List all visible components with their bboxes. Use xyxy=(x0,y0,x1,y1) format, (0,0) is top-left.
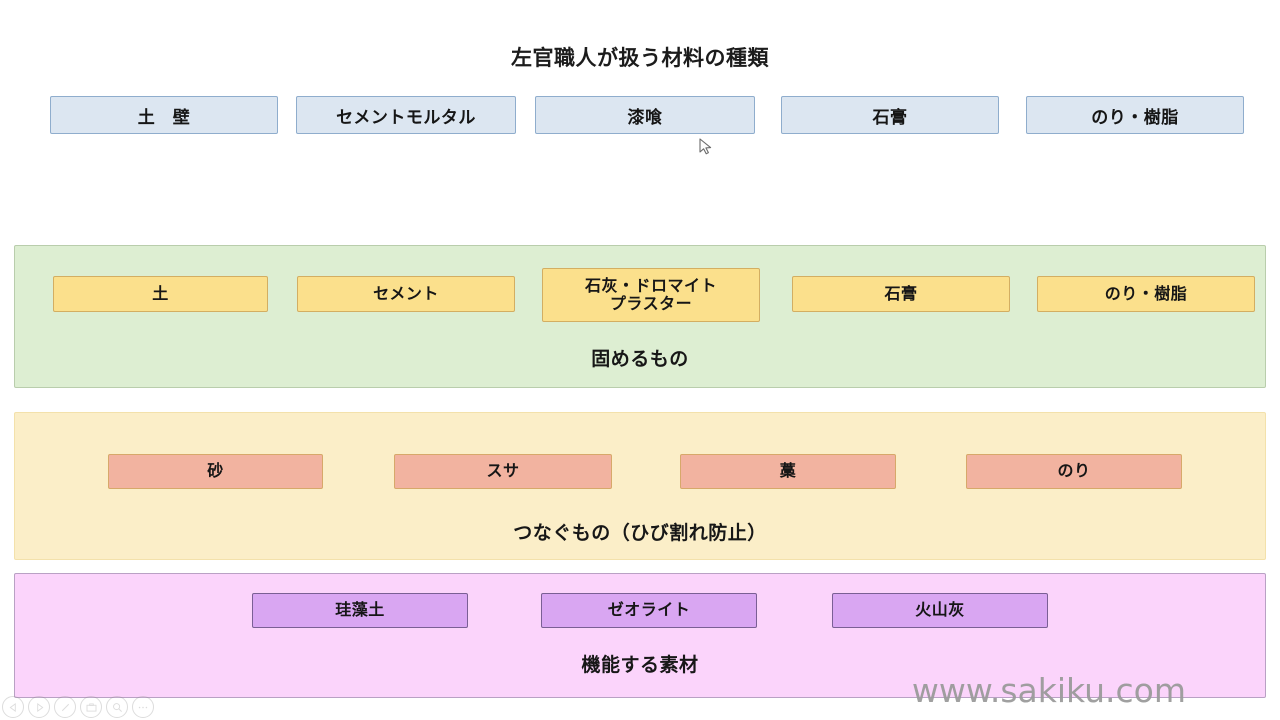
zoom-icon[interactable] xyxy=(106,696,128,718)
material-type-label-4: 石膏 xyxy=(872,107,908,128)
material-type-row: 土 壁 セメントモルタル 漆喰 石膏 のり・樹脂 xyxy=(0,96,1280,136)
binder-chip-1[interactable]: 土 xyxy=(53,276,268,312)
play-icon[interactable] xyxy=(28,696,50,718)
section-panel-binder: 土 セメント 石灰・ドロマイト プラスター 石膏 のり・樹脂 固めるもの xyxy=(14,245,1266,388)
fiber-chip-3[interactable]: 藁 xyxy=(680,454,896,489)
material-type-box-5[interactable]: のり・樹脂 xyxy=(1026,96,1244,134)
material-type-label-3: 漆喰 xyxy=(627,107,663,128)
snapshot-icon[interactable] xyxy=(80,696,102,718)
material-type-box-1[interactable]: 土 壁 xyxy=(50,96,278,134)
rewind-icon[interactable] xyxy=(2,696,24,718)
fiber-chip-label-3: 藁 xyxy=(779,461,797,481)
binder-chip-label-3: 石灰・ドロマイト プラスター xyxy=(584,275,717,313)
section-label-functional: 機能する素材 xyxy=(581,654,699,676)
functional-chip-label-3: 火山灰 xyxy=(915,600,965,620)
material-type-box-4[interactable]: 石膏 xyxy=(781,96,999,134)
fiber-chip-2[interactable]: スサ xyxy=(394,454,612,489)
fiber-chip-1[interactable]: 砂 xyxy=(108,454,323,489)
binder-chip-5[interactable]: のり・樹脂 xyxy=(1037,276,1255,312)
material-type-label-5: のり・樹脂 xyxy=(1091,107,1179,128)
fiber-chip-label-4: のり xyxy=(1057,461,1091,481)
section-panel-fiber: 砂 スサ 藁 のり つなぐもの（ひび割れ防止） xyxy=(14,412,1266,560)
binder-chip-label-5: のり・樹脂 xyxy=(1104,283,1188,303)
material-type-box-2[interactable]: セメントモルタル xyxy=(296,96,516,134)
fiber-chip-label-2: スサ xyxy=(486,461,520,481)
material-type-box-3[interactable]: 漆喰 xyxy=(535,96,755,134)
fiber-chip-4[interactable]: のり xyxy=(966,454,1182,489)
section-panel-functional: 珪藻土 ゼオライト 火山灰 機能する素材 xyxy=(14,573,1266,698)
binder-chip-4[interactable]: 石膏 xyxy=(792,276,1010,312)
binder-chip-2[interactable]: セメント xyxy=(297,276,515,312)
more-icon[interactable] xyxy=(132,696,154,718)
functional-chip-2[interactable]: ゼオライト xyxy=(541,593,757,628)
fiber-chip-label-1: 砂 xyxy=(207,461,224,481)
binder-chip-label-4: 石膏 xyxy=(884,283,918,303)
binder-chip-label-2: セメント xyxy=(373,283,439,303)
watermark: www.sakiku.com xyxy=(911,671,1186,710)
page-title: 左官職人が扱う材料の種類 xyxy=(511,46,769,70)
section-label-binder: 固めるもの xyxy=(591,348,689,370)
functional-chip-1[interactable]: 珪藻土 xyxy=(252,593,468,628)
section-label-fiber: つなぐもの（ひび割れ防止） xyxy=(513,522,767,544)
material-type-label-2: セメントモルタル xyxy=(336,107,476,128)
functional-chip-3[interactable]: 火山灰 xyxy=(832,593,1048,628)
binder-chip-3[interactable]: 石灰・ドロマイト プラスター xyxy=(542,268,760,322)
functional-chip-label-2: ゼオライト xyxy=(607,600,691,620)
mouse-pointer-icon xyxy=(699,138,713,156)
pen-icon[interactable] xyxy=(54,696,76,718)
functional-chip-label-1: 珪藻土 xyxy=(335,600,385,620)
material-type-label-1: 土 壁 xyxy=(137,107,191,128)
binder-chip-label-1: 土 xyxy=(152,283,169,303)
player-control-bar[interactable] xyxy=(2,696,154,718)
